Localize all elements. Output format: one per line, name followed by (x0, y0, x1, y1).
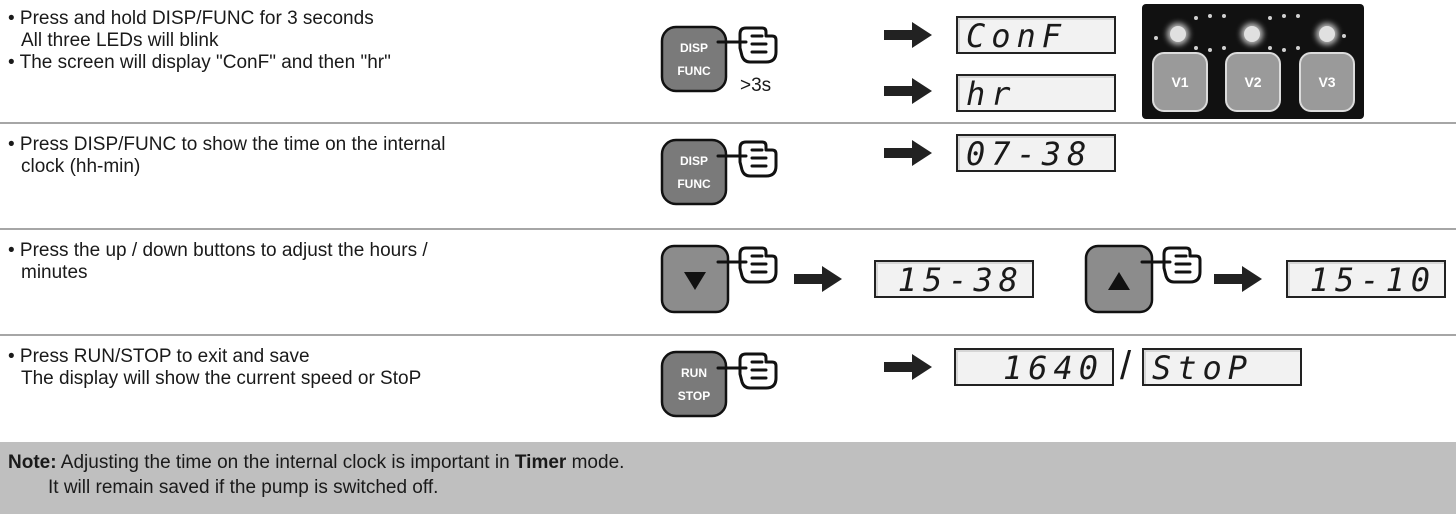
lcd-display-stop: StoP (1142, 348, 1302, 386)
v3-button[interactable]: V3 (1299, 52, 1355, 112)
up-button[interactable] (1084, 244, 1154, 314)
lcd-display-15-38: 15-38 (874, 260, 1034, 298)
button-label-stop: STOP (678, 389, 710, 403)
lcd-display-speed: 1640 (954, 348, 1114, 386)
triangle-down-icon (684, 272, 706, 290)
led-v1-icon (1170, 26, 1186, 42)
led-indicator-panel: V1 V2 V3 (1142, 4, 1364, 119)
step-1-text: • Press and hold DISP/FUNC for 3 seconds… (8, 8, 391, 74)
step-row-2: • Press DISP/FUNC to show the time on th… (0, 124, 1456, 230)
note-line-2: It will remain saved if the pump is swit… (48, 477, 439, 498)
step-1-line-2: All three LEDs will blink (21, 30, 219, 51)
pressing-hand-icon (716, 132, 786, 185)
step-row-4: • Press RUN/STOP to exit and save The di… (0, 336, 1456, 442)
button-label-disp: DISP (680, 154, 708, 168)
v1-button[interactable]: V1 (1152, 52, 1208, 112)
note-timer-mode: Timer (514, 452, 567, 473)
step-3-line-2: minutes (21, 262, 88, 283)
button-label-func: FUNC (677, 177, 711, 191)
v2-button[interactable]: V2 (1225, 52, 1281, 112)
step-4-line-1: • Press RUN/STOP to exit and save (8, 346, 310, 367)
lcd-display-15-10: 15-10 (1286, 260, 1446, 298)
separator-slash: / (1120, 344, 1132, 388)
step-2-text: • Press DISP/FUNC to show the time on th… (8, 134, 446, 178)
note-box: Note: Adjusting the time on the internal… (0, 442, 1456, 514)
pressing-hand-icon (716, 238, 786, 291)
step-4-line-2: The display will show the current speed … (21, 368, 422, 389)
down-button[interactable] (660, 244, 730, 314)
step-2-line-2: clock (hh-min) (21, 156, 141, 177)
step-3-text: • Press the up / down buttons to adjust … (8, 240, 428, 284)
disp-func-button[interactable]: DISP FUNC (660, 25, 730, 95)
step-3-line-1: • Press the up / down buttons to adjust … (8, 240, 428, 261)
note-text-b: mode. (566, 452, 625, 473)
note-label: Note: (8, 452, 57, 473)
arrow-right-icon (884, 140, 932, 166)
arrow-right-icon (794, 266, 842, 292)
step-row-1: • Press and hold DISP/FUNC for 3 seconds… (0, 0, 1456, 124)
led-v3-icon (1319, 26, 1335, 42)
step-1-line-1: • Press and hold DISP/FUNC for 3 seconds (8, 8, 374, 29)
arrow-right-icon (884, 354, 932, 380)
step-2-line-1: • Press DISP/FUNC to show the time on th… (8, 134, 446, 155)
arrow-right-icon (884, 22, 932, 48)
button-label-run: RUN (681, 366, 707, 380)
arrow-right-icon (884, 78, 932, 104)
button-label-disp: DISP (680, 41, 708, 55)
lcd-display-conf: ConF (956, 16, 1116, 54)
step-1-line-3: • The screen will display "ConF" and the… (8, 52, 391, 73)
disp-func-button[interactable]: DISP FUNC (660, 138, 730, 208)
hold-duration-label: >3s (740, 75, 772, 96)
pressing-hand-icon (716, 18, 786, 71)
led-v2-icon (1244, 26, 1260, 42)
run-stop-button[interactable]: RUN STOP (660, 350, 730, 420)
note-line-1: Note: Adjusting the time on the internal… (8, 450, 624, 475)
lcd-display-time: 07-38 (956, 134, 1116, 172)
pressing-hand-icon (1140, 238, 1210, 291)
note-text-a: Adjusting the time on the internal clock… (56, 452, 515, 473)
lcd-display-hr: hr (956, 74, 1116, 112)
step-4-text: • Press RUN/STOP to exit and save The di… (8, 346, 421, 390)
arrow-right-icon (1214, 266, 1262, 292)
pressing-hand-icon (716, 344, 786, 397)
step-row-3: • Press the up / down buttons to adjust … (0, 230, 1456, 336)
triangle-up-icon (1108, 272, 1130, 290)
button-label-func: FUNC (677, 64, 711, 78)
